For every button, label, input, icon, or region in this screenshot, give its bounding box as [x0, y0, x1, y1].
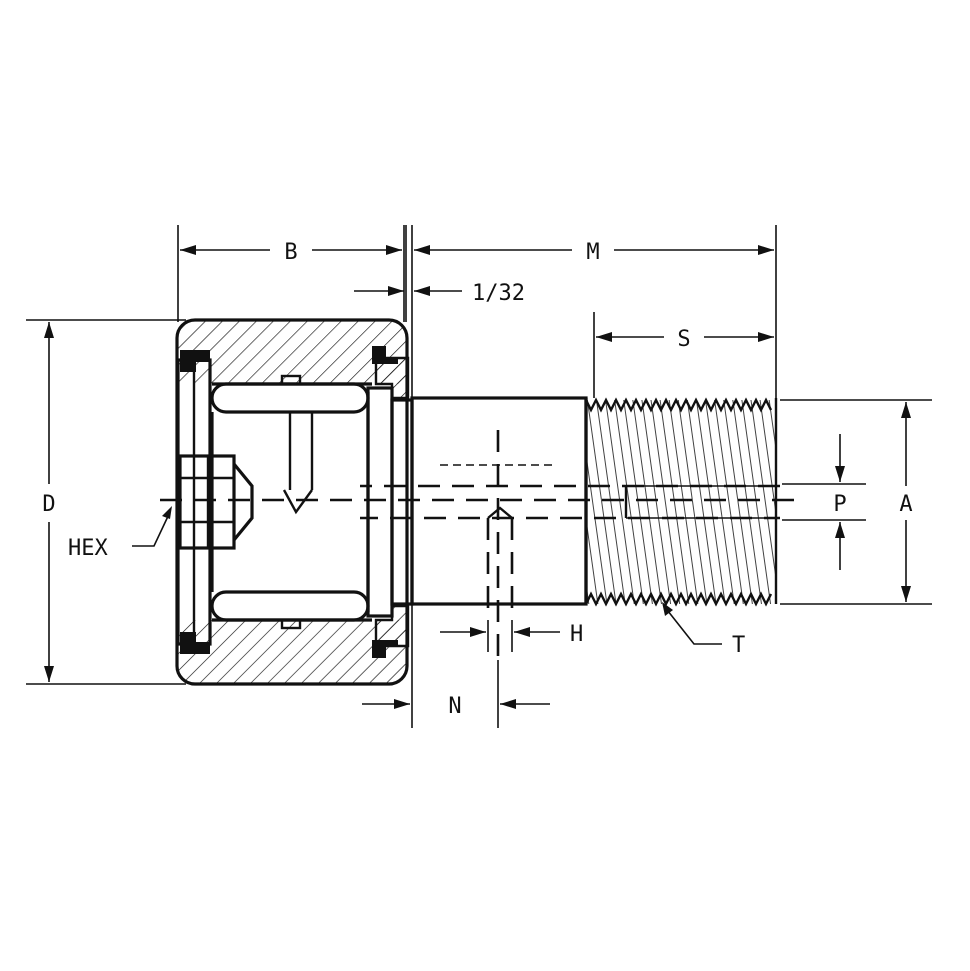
- center-lines: [160, 430, 800, 660]
- label-h: H: [570, 622, 583, 647]
- label-m: M: [586, 240, 599, 265]
- dimension-m: [411, 225, 777, 400]
- dimension-s: [593, 312, 774, 398]
- dimension-d: [26, 319, 186, 685]
- hex-socket: [178, 454, 254, 550]
- label-p: P: [833, 492, 846, 517]
- label-b: B: [284, 240, 297, 265]
- leader-t: [662, 602, 722, 645]
- dimension-gap: [354, 225, 462, 322]
- end-plate-left: [176, 350, 212, 654]
- label-hex: HEX: [68, 536, 108, 561]
- label-gap: 1/32: [472, 281, 525, 306]
- label-s: S: [677, 327, 690, 352]
- label-t: T: [732, 633, 745, 658]
- dimension-p: [782, 434, 866, 570]
- leader-hex: [132, 506, 172, 547]
- label-n: N: [448, 694, 461, 719]
- dimension-b: [177, 225, 405, 322]
- label-d: D: [42, 492, 55, 517]
- thread-section: [584, 397, 778, 607]
- dimension-a: [780, 399, 932, 605]
- label-a: A: [899, 492, 912, 517]
- dimension-h: [440, 620, 560, 652]
- dimension-n: [362, 604, 550, 728]
